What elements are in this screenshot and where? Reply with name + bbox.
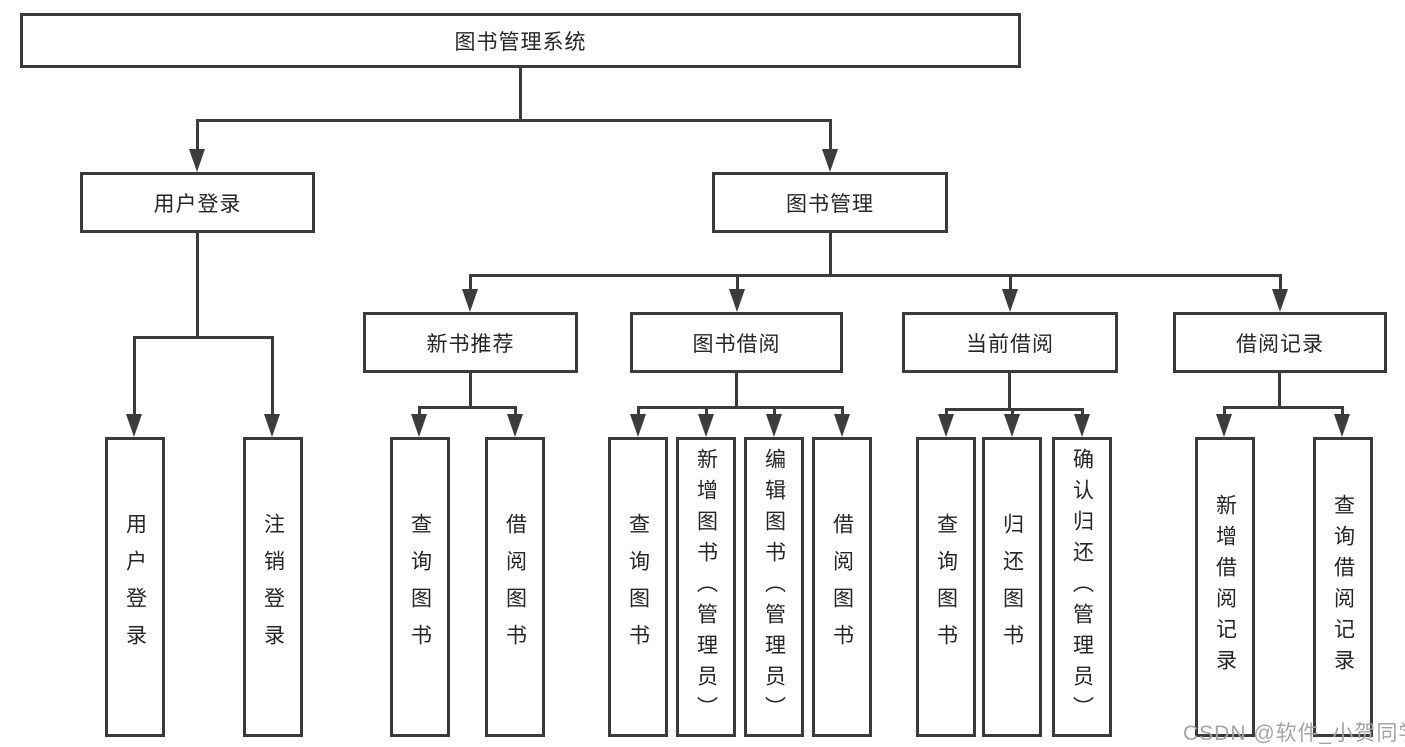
node-book-management-label: 图书管理 [786, 192, 874, 216]
arrowhead-icon [729, 289, 745, 312]
connector-line [736, 274, 739, 290]
node-leaf-add-borrow-record: 新增借阅记录 [1195, 437, 1255, 737]
arrowhead-icon [822, 149, 838, 172]
connector-line [1009, 274, 1012, 290]
connector-line [514, 406, 517, 414]
node-leaf-confirm-return-admin: 确认归还（管理员） [1052, 437, 1112, 737]
connector-line [196, 233, 199, 336]
node-borrow-records-label: 借阅记录 [1236, 332, 1324, 356]
leaf-label: 编辑图书（管理员） [762, 447, 786, 727]
node-user-login: 用户登录 [80, 172, 315, 233]
node-current-borrow: 当前借阅 [902, 312, 1118, 373]
connector-line [829, 233, 832, 274]
leaf-label: 新增借阅记录 [1213, 494, 1237, 680]
arrowhead-icon [264, 414, 280, 437]
connector-line [1011, 408, 1014, 414]
connector-line [945, 408, 1084, 411]
arrowhead-icon [1074, 414, 1090, 437]
leaf-label: 查询图书 [408, 513, 432, 661]
node-book-management: 图书管理 [712, 172, 948, 233]
node-leaf-query-borrow-record: 查询借阅记录 [1313, 437, 1373, 737]
connector-line [829, 119, 832, 150]
arrowhead-icon [1272, 289, 1288, 312]
arrowhead-icon [766, 414, 782, 437]
leaf-label: 新增图书（管理员） [694, 447, 718, 727]
connector-line [841, 406, 844, 414]
leaf-label: 借阅图书 [503, 513, 527, 661]
node-leaf-query-books-borrow: 查询图书 [608, 437, 668, 737]
leaf-label: 归还图书 [1000, 513, 1024, 661]
arrowhead-icon [1334, 414, 1350, 437]
connector-line [637, 406, 640, 414]
leaf-label: 查询图书 [626, 513, 650, 661]
node-new-book-recommend-label: 新书推荐 [426, 332, 515, 356]
arrowhead-icon [462, 289, 478, 312]
arrowhead-icon [1216, 414, 1232, 437]
node-root: 图书管理系统 [20, 13, 1021, 68]
connector-line [1341, 406, 1344, 414]
connector-line [133, 336, 274, 339]
arrowhead-icon [1002, 289, 1018, 312]
connector-line [469, 274, 472, 290]
connector-line [705, 406, 708, 414]
node-user-login-label: 用户登录 [153, 192, 242, 216]
arrowhead-icon [126, 414, 142, 437]
node-new-book-recommend: 新书推荐 [363, 312, 578, 373]
connector-line [1279, 274, 1282, 290]
node-root-label: 图书管理系统 [454, 30, 587, 54]
node-book-borrow: 图书借阅 [630, 312, 843, 373]
connector-line [469, 274, 1282, 277]
node-borrow-records: 借阅记录 [1173, 312, 1387, 373]
connector-line [196, 119, 199, 150]
arrowhead-icon [507, 414, 523, 437]
csdn-watermark: CSDN @软件_小贺同学 [1183, 722, 1405, 745]
connector-line [637, 406, 844, 409]
connector-line [418, 406, 421, 414]
node-leaf-borrow-books: 借阅图书 [812, 437, 872, 737]
node-leaf-borrow-books-recommend: 借阅图书 [485, 437, 545, 737]
node-book-borrow-label: 图书借阅 [692, 332, 781, 356]
connector-line [1278, 373, 1281, 406]
arrowhead-icon [698, 414, 714, 437]
node-leaf-logout: 注销登录 [243, 437, 303, 737]
leaf-label: 查询图书 [934, 513, 958, 661]
connector-line [418, 406, 517, 409]
arrowhead-icon [834, 414, 850, 437]
node-leaf-query-books-current: 查询图书 [916, 437, 976, 737]
arrowhead-icon [938, 414, 954, 437]
node-current-borrow-label: 当前借阅 [966, 332, 1054, 356]
leaf-label: 用户登录 [123, 513, 147, 661]
leaf-label: 注销登录 [261, 513, 285, 661]
connector-line [469, 373, 472, 406]
connector-line [735, 373, 738, 406]
connector-line [1223, 406, 1226, 414]
connector-line [196, 119, 832, 122]
connector-line [945, 408, 948, 414]
arrowhead-icon [411, 414, 427, 437]
leaf-label: 确认归还（管理员） [1070, 447, 1094, 727]
node-leaf-user-login: 用户登录 [105, 437, 165, 737]
arrowhead-icon [1004, 414, 1020, 437]
leaf-label: 查询借阅记录 [1331, 494, 1355, 680]
arrowhead-icon [630, 414, 646, 437]
connector-line [1081, 408, 1084, 414]
arrowhead-icon [189, 149, 205, 172]
node-leaf-edit-books-admin: 编辑图书（管理员） [744, 437, 804, 737]
connector-line [1223, 406, 1343, 409]
connector-line [133, 336, 136, 414]
node-leaf-return-books: 归还图书 [982, 437, 1042, 737]
connector-line [773, 406, 776, 414]
connector-line [519, 68, 522, 119]
connector-line [271, 336, 274, 414]
leaf-label: 借阅图书 [830, 513, 854, 661]
node-leaf-query-books-recommend: 查询图书 [390, 437, 450, 737]
connector-line [1008, 373, 1011, 408]
node-leaf-add-books-admin: 新增图书（管理员） [676, 437, 736, 737]
